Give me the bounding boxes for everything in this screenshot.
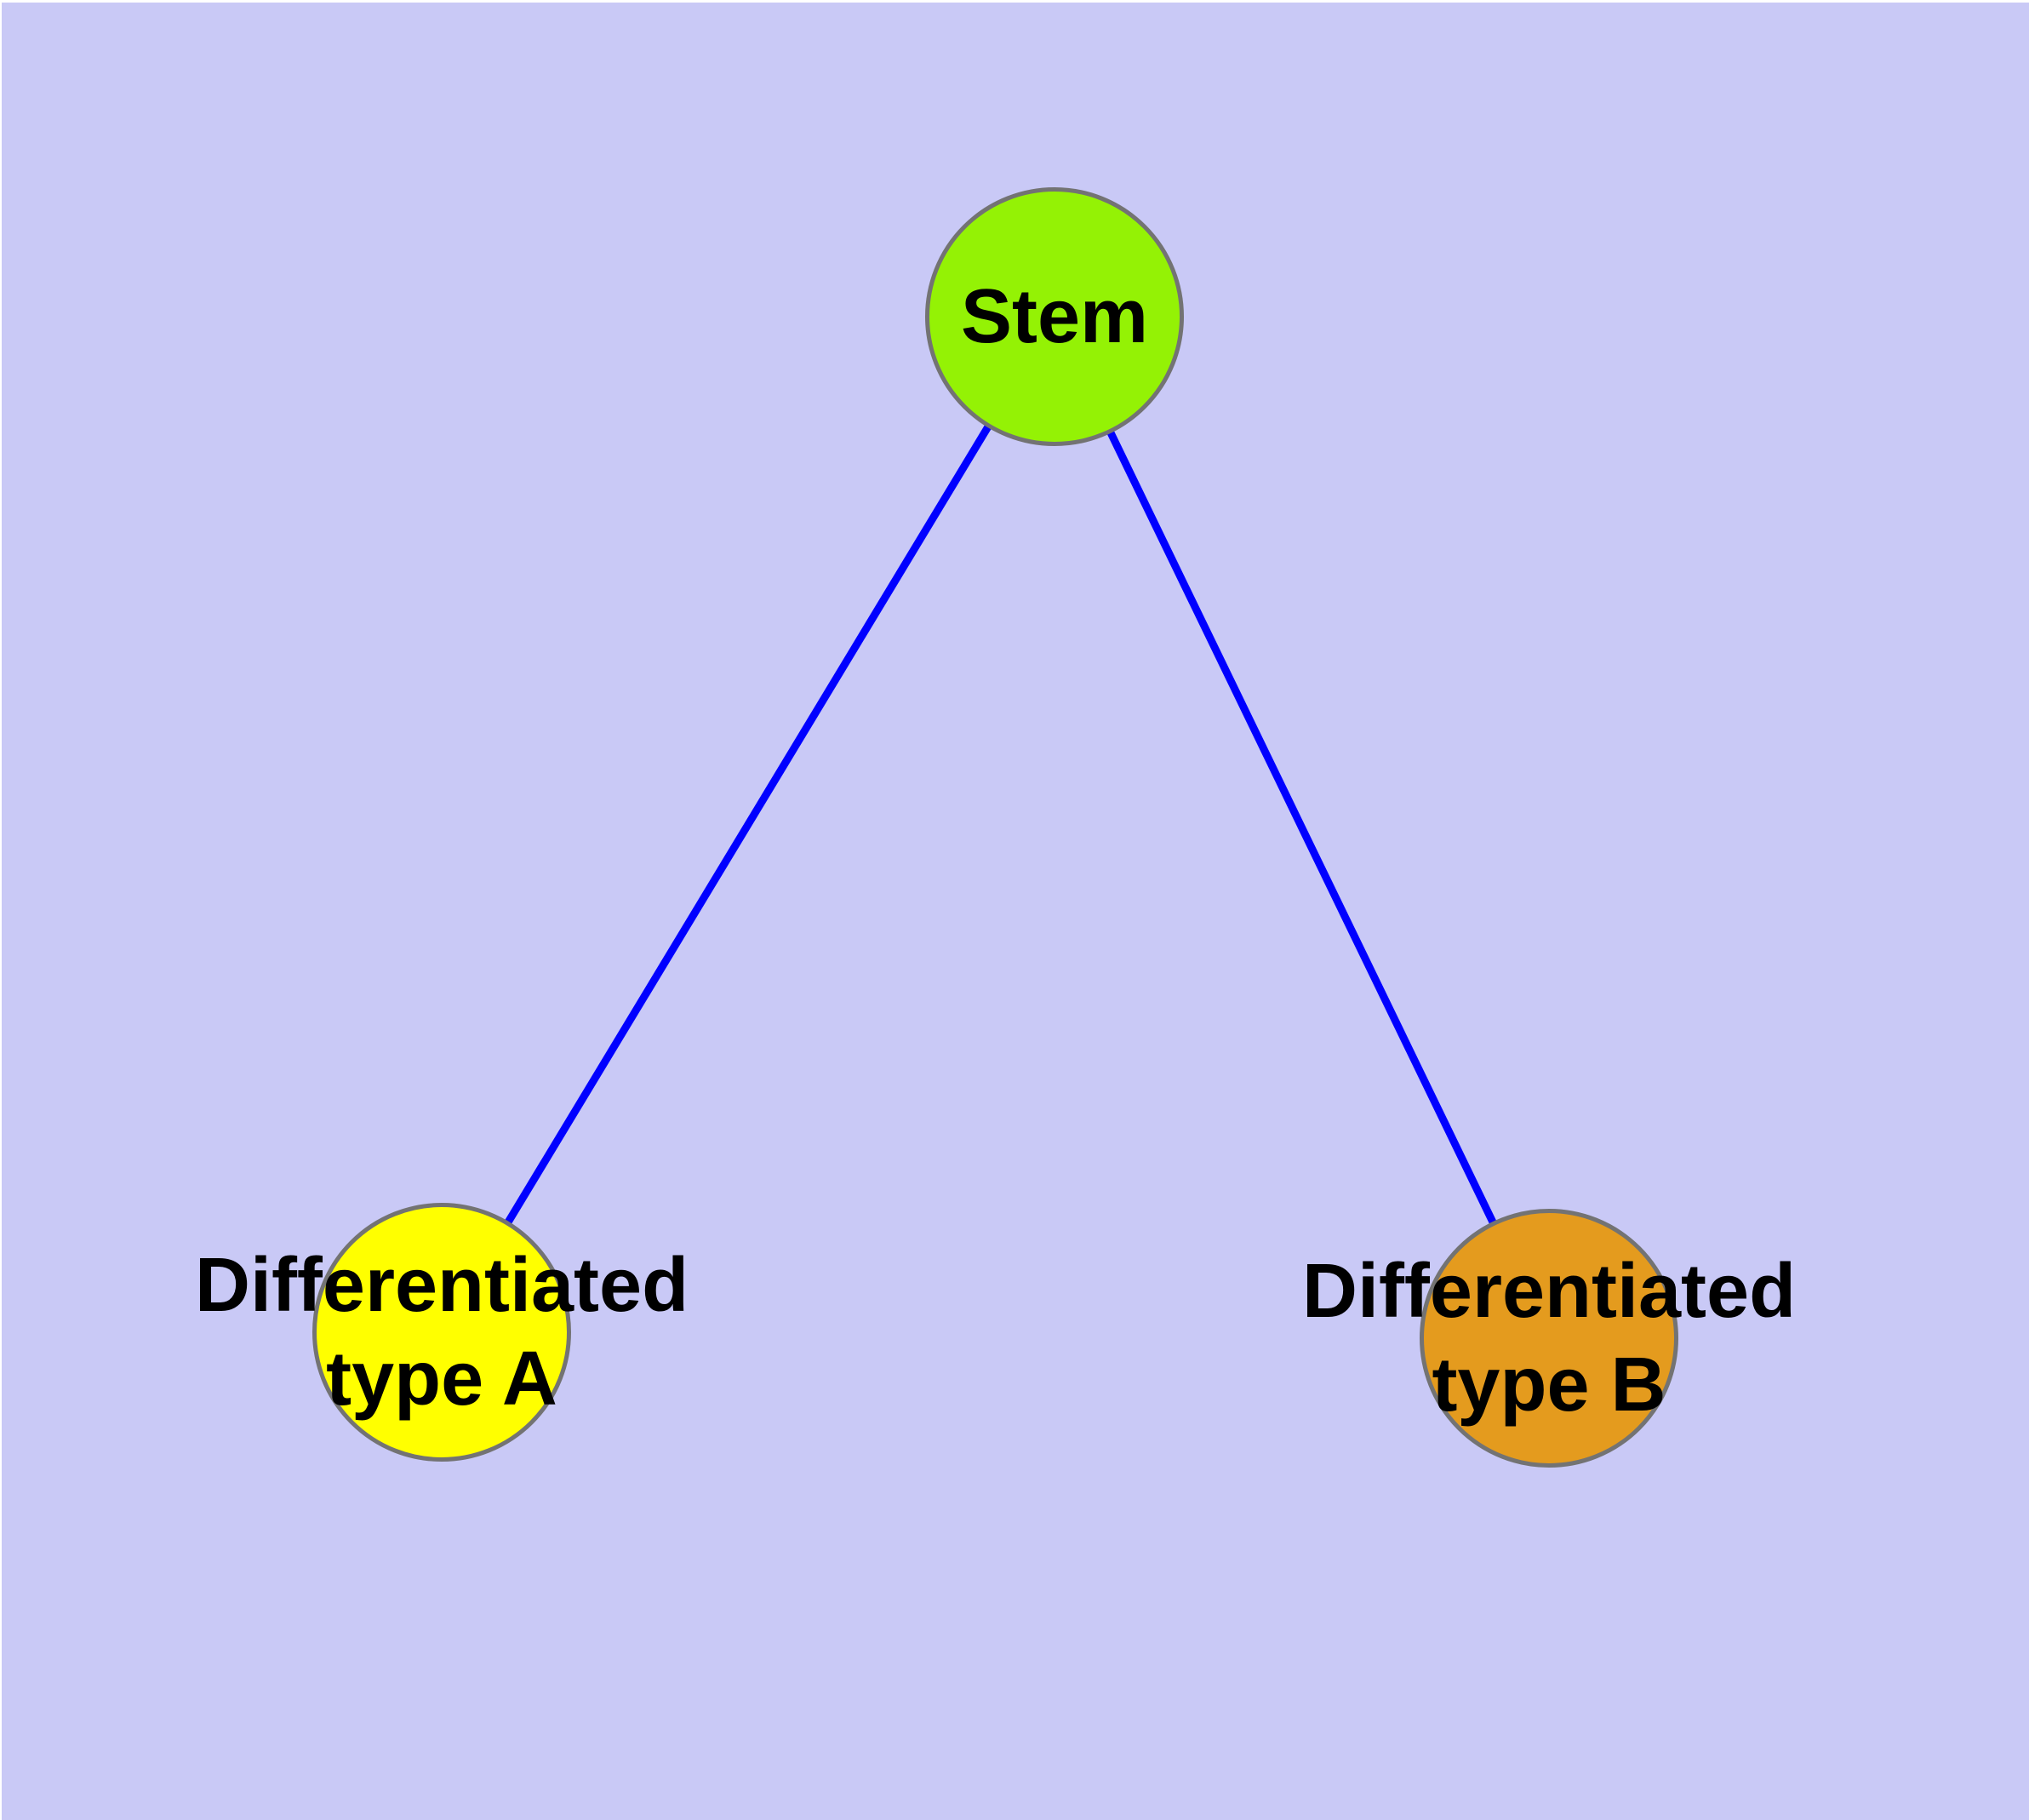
node-differentiated-type-a-circle bbox=[312, 1203, 571, 1462]
node-differentiated-type-a-label: Differentiated type A bbox=[194, 1243, 689, 1422]
node-differentiated-type-b-circle bbox=[1420, 1209, 1678, 1468]
edge-stem-to-type-a bbox=[438, 314, 1058, 1335]
node-differentiated-type-b-label: Differentiated type B bbox=[1301, 1249, 1797, 1428]
edge-stem-to-type-b bbox=[1050, 315, 1553, 1340]
node-stem-circle bbox=[925, 187, 1184, 446]
node-stem-label: Stem bbox=[960, 274, 1149, 359]
